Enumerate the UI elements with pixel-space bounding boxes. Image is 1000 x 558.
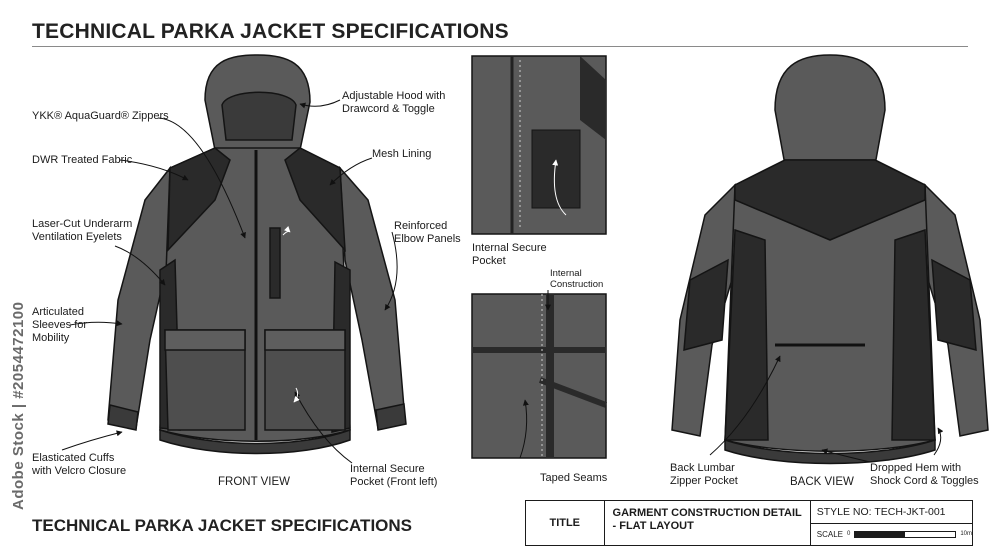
title-block-meta: STYLE NO: TECH-JKT-001 SCALE 0 10m [810, 501, 972, 545]
scale-row: SCALE 0 10m [811, 524, 972, 544]
callout-internal-pocket-front: Internal Secure Pocket (Front left) [350, 463, 438, 488]
page-title: TECHNICAL PARKA JACKET SPECIFICATIONS [32, 20, 509, 43]
scale-end: 10m [960, 531, 972, 537]
callout-lumbar: Back Lumbar Zipper Pocket [670, 462, 738, 487]
callout-elbow: Reinforced Elbow Panels [394, 220, 461, 245]
callout-hem: Dropped Hem with Shock Cord & Toggles [870, 462, 979, 487]
back-jacket [671, 54, 989, 465]
leader-lines [61, 99, 944, 464]
title-block-label: TITLE [526, 501, 605, 545]
scale-label: SCALE [816, 529, 843, 539]
title-divider [32, 46, 968, 47]
callout-dwr: DWR Treated Fabric [32, 154, 133, 166]
footer-title: TECHNICAL PARKA JACKET SPECIFICATIONS [32, 516, 413, 535]
callout-cuffs: Elasticated Cuffs with Velcro Closure [32, 452, 127, 477]
detail-internal-pocket [471, 55, 607, 235]
title-block-description: GARMENT CONSTRUCTION DETAIL - FLAT LAYOU… [605, 501, 811, 545]
scale-start: 0 [846, 531, 851, 537]
scale-bar [854, 530, 957, 538]
callout-internal-construction: Internal Construction [550, 268, 604, 290]
leader-lines-white [282, 159, 567, 403]
callout-vent: Laser-Cut Underarm Ventilation Eyelets [32, 218, 133, 243]
front-jacket [107, 54, 407, 455]
callout-zippers: YKK® AquaGuard® Zippers [32, 110, 169, 122]
detail-taped-seams [471, 293, 608, 459]
callout-internal-pocket-detail: Internal Secure Pocket [472, 242, 547, 267]
callout-taped-seams: Taped Seams [540, 472, 608, 484]
stock-credit: Adobe Stock | #2054472100 [10, 301, 27, 510]
title-block: TITLE GARMENT CONSTRUCTION DETAIL - FLAT… [525, 500, 973, 546]
callout-mesh: Mesh Lining [372, 148, 432, 160]
callout-sleeves: Articulated Sleeves for Mobility [32, 306, 88, 344]
back-view-label: BACK VIEW [790, 476, 854, 488]
style-number: STYLE NO: TECH-JKT-001 [810, 501, 972, 524]
front-view-label: FRONT VIEW [218, 476, 290, 488]
callout-hood: Adjustable Hood with Drawcord & Toggle [342, 90, 446, 115]
back-hood [774, 54, 886, 166]
